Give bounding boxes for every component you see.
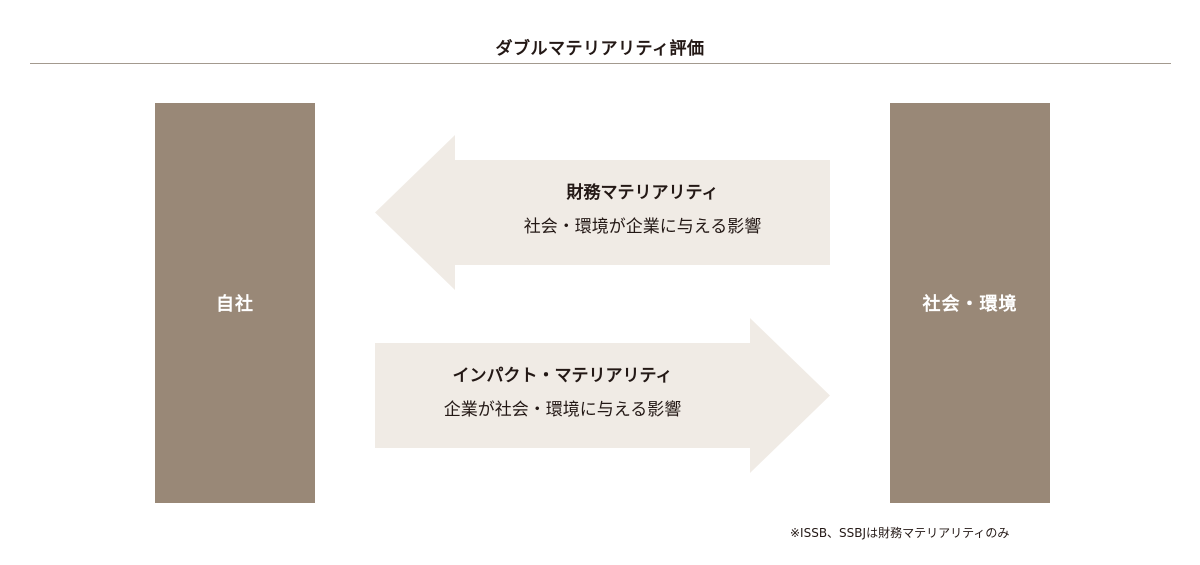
diagram-title: ダブルマテリアリティ評価 bbox=[495, 39, 705, 59]
financial-materiality-description: 社会・環境が企業に与える影響 bbox=[523, 217, 762, 237]
impact-materiality-arrow bbox=[375, 318, 830, 473]
impact-materiality-heading: インパクト・マテリアリティ bbox=[452, 366, 673, 386]
society-environment-box: 社会・環境 bbox=[890, 103, 1050, 503]
title-divider bbox=[30, 63, 1171, 64]
society-environment-label: 社会・環境 bbox=[922, 294, 1018, 315]
financial-materiality-heading: 財務マテリアリティ bbox=[566, 183, 719, 203]
footnote: ※ISSB、SSBJは財務マテリアリティのみ bbox=[790, 526, 1010, 540]
impact-materiality-text: インパクト・マテリアリティ 企業が社会・環境に与える影響 bbox=[375, 363, 750, 425]
financial-materiality-arrow bbox=[375, 135, 830, 290]
financial-materiality-text: 財務マテリアリティ 社会・環境が企業に与える影響 bbox=[455, 180, 830, 242]
company-box: 自社 bbox=[155, 103, 315, 503]
company-label: 自社 bbox=[216, 294, 254, 315]
impact-materiality-description: 企業が社会・環境に与える影響 bbox=[443, 400, 682, 420]
